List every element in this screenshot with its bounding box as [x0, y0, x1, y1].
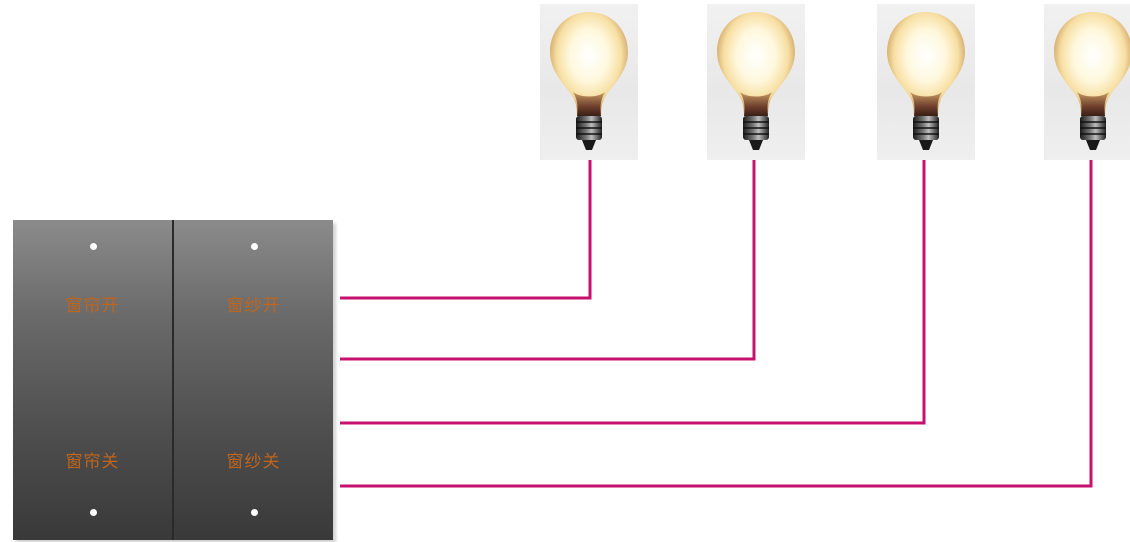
indicator-dot-top	[90, 243, 97, 250]
indicator-dot-top	[251, 243, 258, 250]
wire-4	[340, 160, 1093, 488]
curtain-key[interactable]: 窗帘开 窗帘关	[13, 220, 172, 540]
sheer-open-label: 窗纱开	[226, 296, 281, 316]
light-bulb-icon	[716, 11, 796, 151]
sheer-key[interactable]: 窗纱开 窗纱关	[174, 220, 333, 540]
wire-1	[340, 160, 592, 300]
switch-panel: 窗帘开 窗帘关 窗纱开 窗纱关	[13, 220, 333, 540]
wire-2	[340, 160, 756, 361]
wire-3	[340, 160, 926, 425]
light-bulb-icon	[886, 11, 966, 151]
key-divider	[172, 220, 174, 540]
curtain-open-label: 窗帘开	[65, 296, 120, 316]
indicator-dot-bottom	[251, 509, 258, 516]
light-bulb-4	[1044, 4, 1130, 160]
light-bulb-1	[540, 4, 638, 160]
curtain-close-label: 窗帘关	[65, 452, 120, 472]
indicator-dot-bottom	[90, 509, 97, 516]
light-bulb-icon	[1053, 11, 1130, 151]
sheer-close-label: 窗纱关	[226, 452, 281, 472]
light-bulb-2	[707, 4, 805, 160]
light-bulb-icon	[549, 11, 629, 151]
light-bulb-3	[877, 4, 975, 160]
